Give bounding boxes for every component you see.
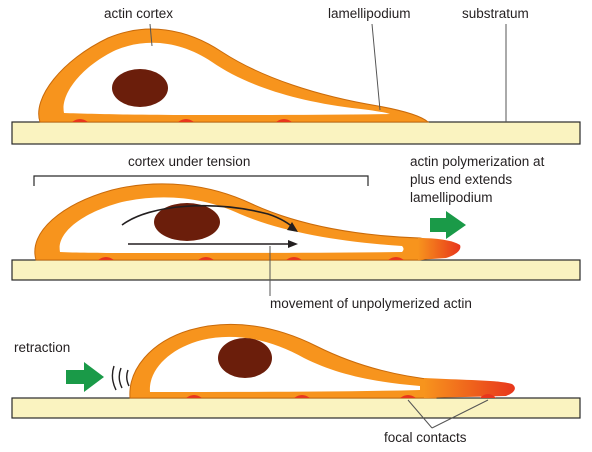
substratum-bar-3 — [12, 398, 580, 418]
nucleus-3 — [218, 338, 272, 378]
panel-2 — [12, 176, 580, 280]
substratum-bar-1 — [12, 122, 580, 144]
label-retraction: retraction — [14, 340, 70, 355]
label-movement: movement of unpolymerized actin — [270, 296, 472, 311]
label-polymerization-line-2: plus end extends — [410, 172, 512, 187]
substratum-bar-2 — [12, 260, 580, 280]
motion-mark — [112, 366, 116, 390]
motion-mark — [119, 368, 122, 388]
label-cortex-under-tension: cortex under tension — [128, 154, 250, 169]
panel-3 — [12, 324, 580, 418]
nucleus-1 — [112, 69, 168, 107]
motion-mark — [127, 370, 129, 386]
label-polymerization-line-1: actin polymerization at — [410, 154, 545, 169]
label-focal-contacts: focal contacts — [384, 430, 467, 445]
label-lamellipodium: lamellipodium — [328, 6, 411, 21]
leader-lamellipodium — [372, 24, 380, 110]
label-polymerization-line-3: lamellipodium — [410, 190, 493, 205]
label-actin-cortex: actin cortex — [104, 6, 173, 21]
lamellipodium-front-red — [424, 378, 515, 398]
polymerizing-tip — [418, 238, 460, 260]
label-substratum: substratum — [462, 6, 529, 21]
retraction-green-arrow — [66, 362, 104, 392]
panel-1 — [12, 29, 580, 144]
forward-green-arrow — [430, 211, 466, 239]
tension-bracket — [34, 176, 368, 186]
